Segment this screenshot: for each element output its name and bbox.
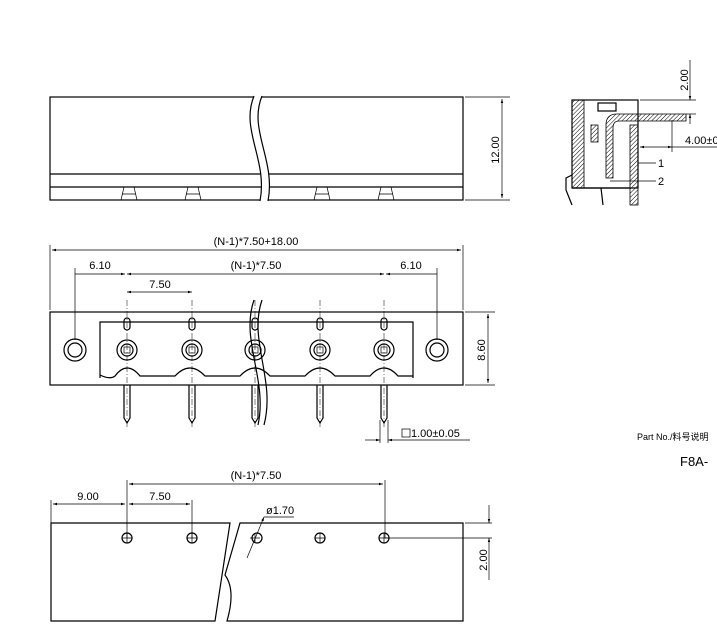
top-height-dim: 12.00 [490, 136, 502, 164]
front-height-dim: 8.60 [476, 339, 488, 360]
front-span-dim: (N-1)*7.50 [231, 260, 282, 272]
side-offset-dim: 4.00±0 [685, 135, 717, 147]
side-view: 2.00 4.00±0 1 2 [565, 60, 717, 206]
side-top-dim: 2.00 [679, 69, 691, 90]
terminal-pins [116, 300, 395, 428]
pcb-offset-dim: 2.00 [478, 549, 490, 570]
top-notches [120, 186, 395, 201]
part-number: F8A- [680, 454, 708, 469]
pcb-hole-cross [315, 533, 325, 543]
front-view: (N-1)*7.50+18.00 (N-1)*7.50 6.10 6.10 7.… [49, 236, 495, 443]
front-overall-dim: (N-1)*7.50+18.00 [214, 236, 299, 248]
front-pitch-dim: 7.50 [149, 279, 170, 291]
part-number-label: Part No./料号说明 [637, 431, 709, 442]
pcb-pitch-dim: 7.50 [149, 491, 170, 503]
front-pin-dim: 1.00±0.05 [411, 428, 460, 440]
front-left-edge-dim: 6.10 [89, 260, 110, 272]
callout-2: 2 [658, 176, 664, 188]
pcb-edge-dim: 9.00 [77, 491, 98, 503]
pcb-layout-view: (N-1)*7.50 9.00 7.50 ø1.70 2.00 [50, 470, 492, 622]
pcb-hole-dim: ø1.70 [266, 505, 294, 517]
top-view: 12.00 [49, 95, 510, 202]
callout-1: 1 [658, 158, 664, 170]
pcb-span-dim: (N-1)*7.50 [231, 470, 282, 482]
front-right-edge-dim: 6.10 [400, 260, 421, 272]
